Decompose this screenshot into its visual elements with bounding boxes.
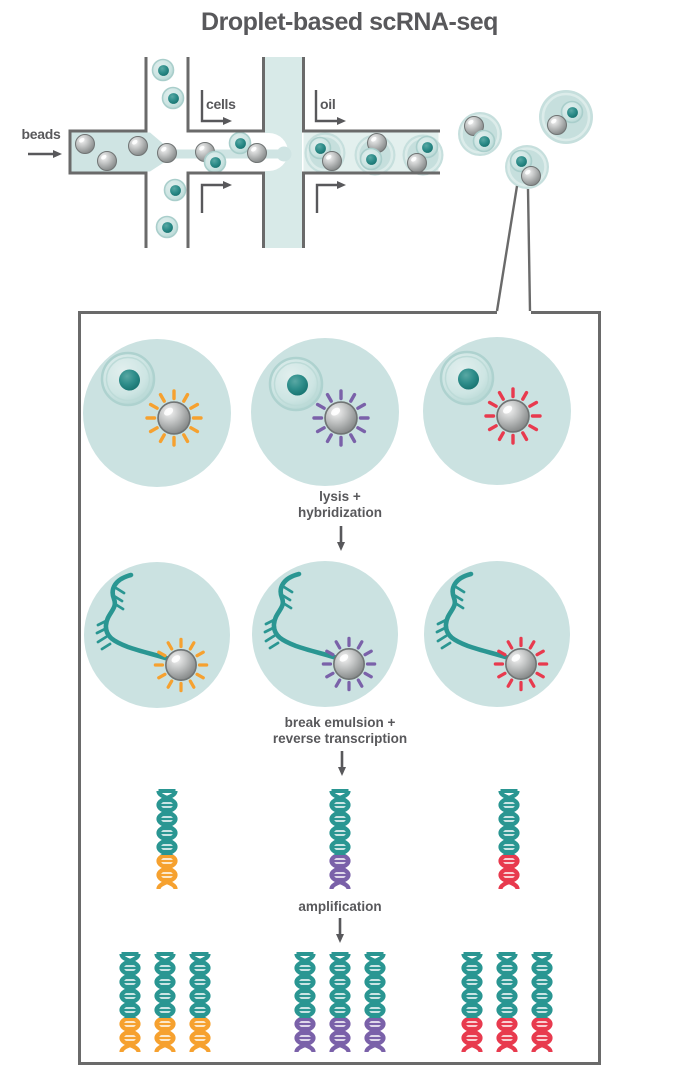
droplet-row-encapsulation bbox=[83, 337, 571, 487]
beads-label: beads bbox=[21, 126, 61, 142]
droplet bbox=[304, 132, 346, 174]
stream-fill bbox=[163, 149, 290, 159]
step-label-break-emulsion: break emulsion + reverse transcription bbox=[79, 715, 601, 746]
channel-wall bbox=[186, 57, 265, 133]
channel-wall bbox=[302, 57, 440, 133]
channel-wall bbox=[186, 171, 265, 248]
cdna-row bbox=[159, 791, 518, 889]
step-label-line: hybridization bbox=[298, 504, 382, 520]
forming-droplet bbox=[276, 146, 292, 162]
cell-icon bbox=[203, 150, 227, 174]
step-label-line: reverse transcription bbox=[272, 730, 408, 746]
droplet bbox=[505, 145, 549, 189]
step-label-amplification: amplification bbox=[79, 899, 601, 915]
droplet bbox=[539, 90, 593, 144]
bead-icon bbox=[128, 136, 148, 156]
bead-icon bbox=[75, 134, 95, 154]
droplet bbox=[424, 561, 570, 707]
zoom-connector-lines bbox=[495, 185, 532, 312]
droplet-row-hybridization bbox=[84, 561, 570, 708]
cell-icon bbox=[268, 356, 324, 412]
oil-flow-arrow bbox=[314, 90, 346, 125]
bead-icon bbox=[247, 143, 267, 163]
amplified-cdna-row bbox=[122, 954, 551, 1052]
page-title: Droplet-based scRNA-seq bbox=[201, 8, 498, 36]
microfluidic-chip bbox=[28, 57, 593, 248]
cell-icon bbox=[155, 215, 179, 239]
cells-flow-arrow bbox=[200, 90, 232, 125]
droplet bbox=[252, 561, 398, 707]
channel-wall bbox=[68, 57, 148, 248]
zoom-box bbox=[78, 311, 601, 1065]
cell-icon bbox=[439, 350, 495, 406]
oil-flow-arrow bbox=[315, 181, 346, 213]
cell-icon bbox=[161, 86, 185, 110]
channel-wall bbox=[302, 171, 440, 248]
droplet bbox=[251, 338, 399, 486]
cell-icon bbox=[228, 131, 252, 155]
cell-icon bbox=[163, 178, 187, 202]
droplet bbox=[84, 562, 230, 708]
step-label-lysis: lysis + hybridization bbox=[79, 489, 601, 520]
droplet bbox=[402, 134, 444, 176]
droplet bbox=[423, 337, 571, 485]
bead-icon bbox=[97, 151, 117, 171]
oil-label: oil bbox=[320, 96, 336, 112]
bead-icon bbox=[157, 143, 177, 163]
droplet bbox=[83, 339, 231, 487]
cells-flow-arrow bbox=[200, 181, 232, 213]
cell-icon bbox=[100, 351, 156, 407]
step-label-line: break emulsion + bbox=[284, 715, 396, 730]
step-label-line: amplification bbox=[298, 899, 382, 914]
cell-icon bbox=[151, 58, 175, 82]
cells-label: cells bbox=[206, 96, 236, 112]
step-label-line: lysis + bbox=[319, 489, 361, 504]
droplet bbox=[458, 112, 502, 156]
